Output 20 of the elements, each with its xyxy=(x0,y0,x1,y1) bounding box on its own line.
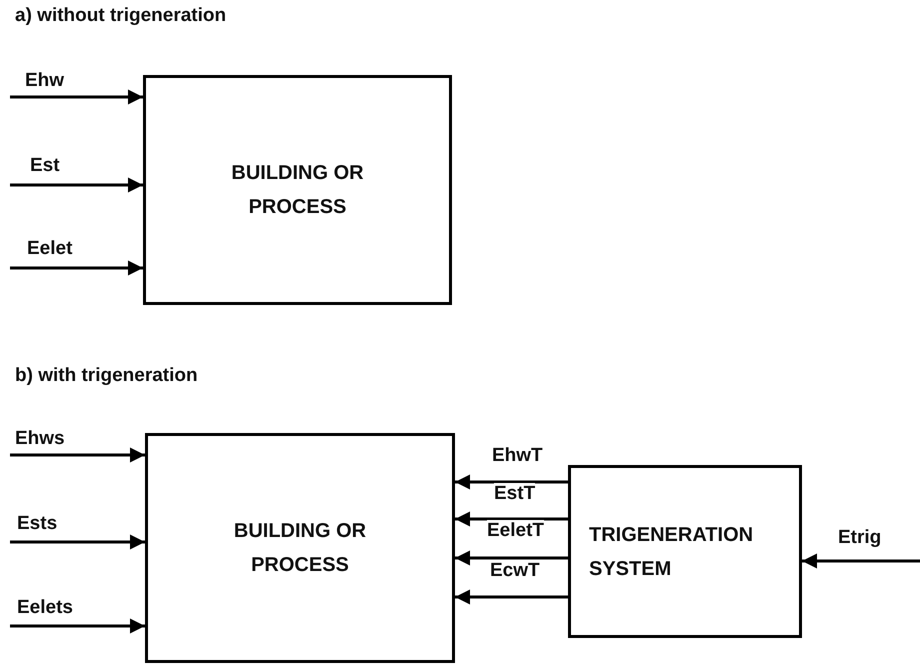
box-label: BUILDING OR PROCESS xyxy=(230,161,365,220)
arrow xyxy=(802,554,920,568)
box-label: TRIGENERATION SYSTEM xyxy=(589,522,754,582)
arrow xyxy=(455,512,568,526)
process-box xyxy=(145,433,455,663)
process-box xyxy=(143,75,452,305)
process-box xyxy=(568,465,802,638)
section-heading: b) with trigeneration xyxy=(15,365,198,387)
arrow xyxy=(10,534,145,550)
arrow xyxy=(10,178,143,192)
arrow xyxy=(455,590,568,604)
section-heading: a) without trigeneration xyxy=(15,5,226,27)
arrow xyxy=(10,618,145,634)
arrow xyxy=(10,448,145,462)
box-label: BUILDING OR PROCESS xyxy=(232,519,368,578)
arrow xyxy=(455,550,568,566)
arrow xyxy=(455,474,568,490)
edge-label: Etrig xyxy=(838,527,882,549)
arrow xyxy=(10,260,143,276)
arrow xyxy=(10,90,143,104)
